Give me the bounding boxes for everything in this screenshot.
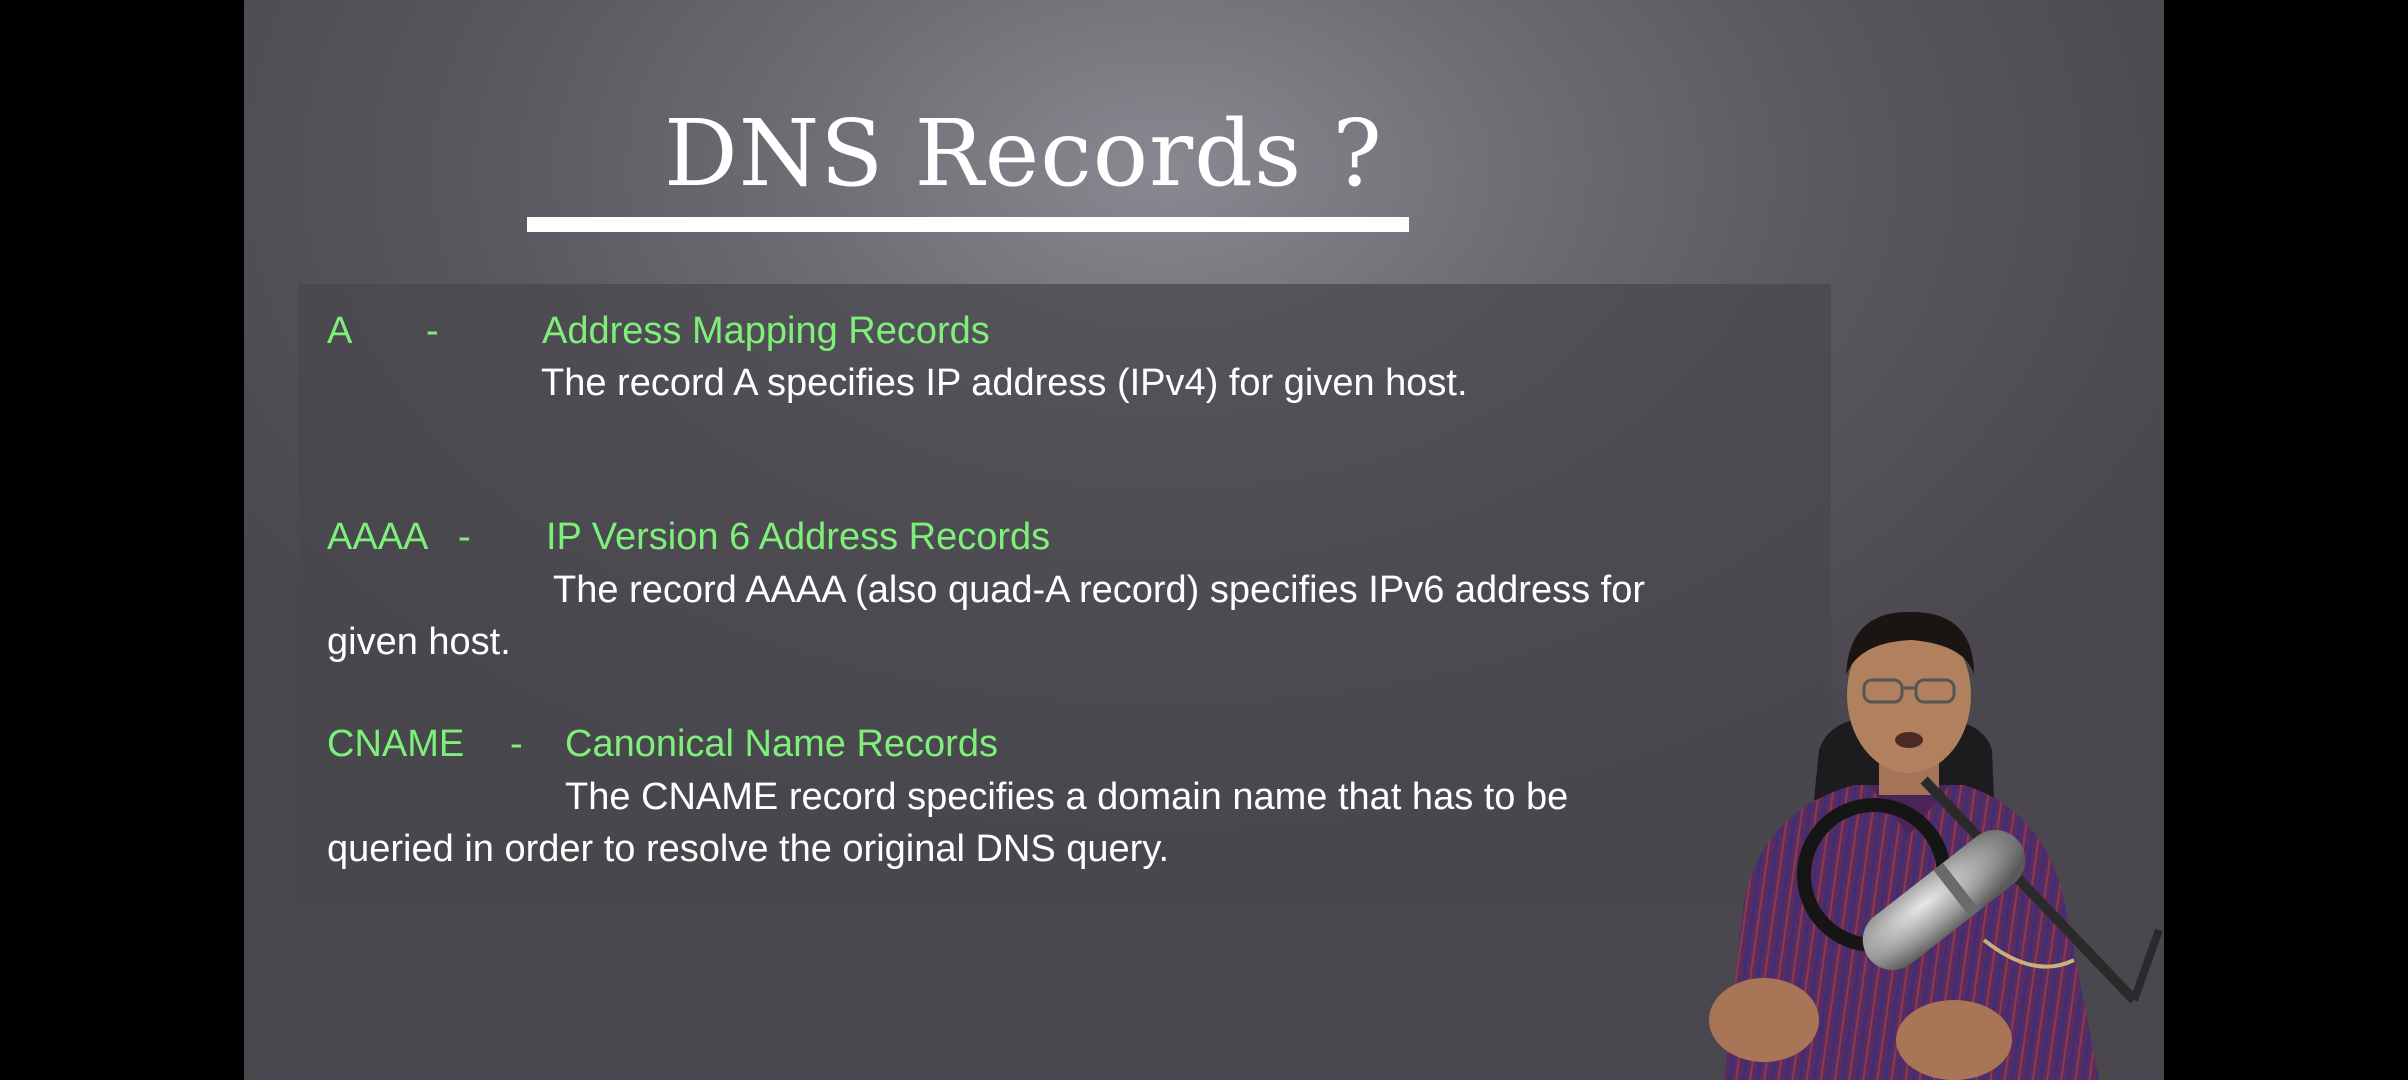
record-description-cname-line1: The CNAME record specifies a domain name… (565, 776, 1569, 818)
mic-boom-arm (1920, 776, 2138, 1004)
record-description-cname-line2: queried in order to resolve the original… (327, 828, 1170, 870)
record-dash-a: - (426, 310, 439, 352)
record-dash-aaaa: - (458, 516, 471, 558)
presenter-with-microphone (1709, 611, 2163, 1080)
record-name-a: Address Mapping Records (542, 310, 990, 352)
glasses-right (1914, 678, 1956, 704)
record-code-a: A (327, 310, 353, 352)
microphone (1862, 829, 2026, 971)
right-hand (1896, 1000, 2012, 1080)
record-dash-cname: - (510, 723, 523, 765)
record-description-aaaa-line2: given host. (327, 621, 511, 663)
records-panel: A - Address Mapping Records The record A… (298, 284, 1831, 904)
video-frame: DNS Records ? A - Address Mapping Record… (244, 0, 2164, 1080)
record-description-aaaa-line1: The record AAAA (also quad-A record) spe… (553, 569, 1645, 611)
record-code-aaaa: AAAA (327, 516, 429, 558)
slide-title: DNS Records ? (664, 100, 1383, 207)
glasses-left (1862, 678, 1904, 704)
record-name-aaaa: IP Version 6 Address Records (546, 516, 1051, 558)
left-hand (1709, 978, 1819, 1062)
record-code-cname: CNAME (327, 723, 465, 765)
record-name-cname: Canonical Name Records (565, 723, 998, 765)
title-underline (527, 217, 1409, 232)
head (1847, 617, 1971, 773)
mouth (1895, 732, 1923, 748)
hair (1846, 611, 1974, 675)
record-description-a: The record A specifies IP address (IPv4)… (541, 362, 1468, 404)
